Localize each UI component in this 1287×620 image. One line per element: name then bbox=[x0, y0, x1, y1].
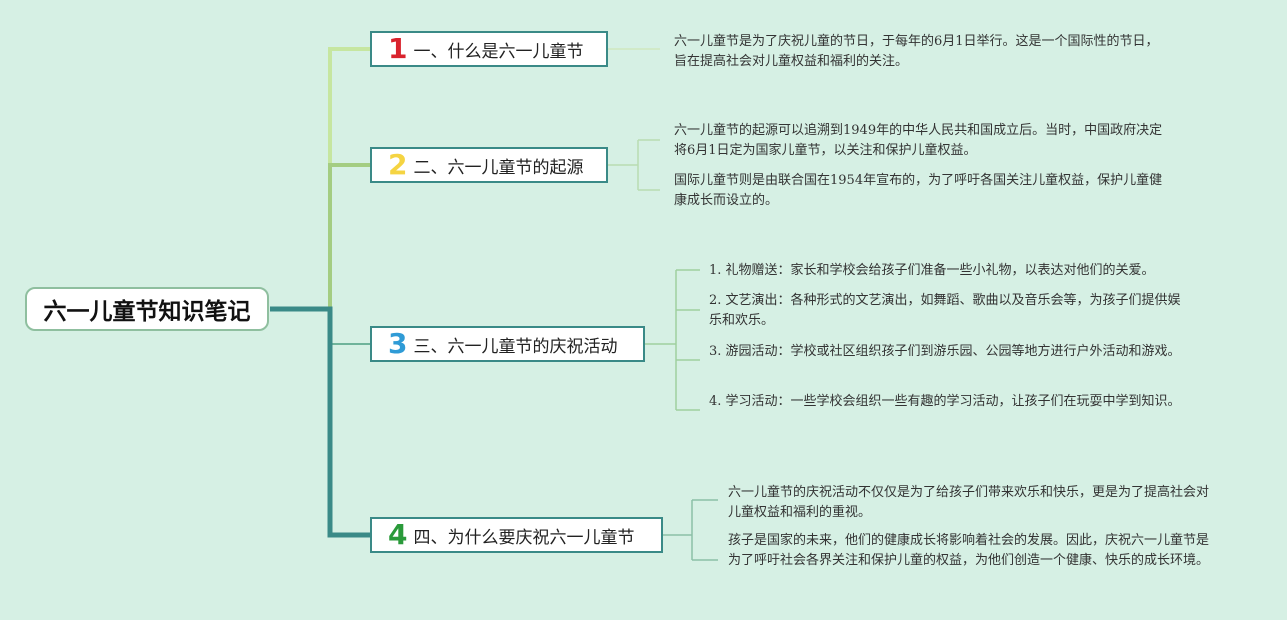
topic-4-node[interactable]: 4 四、为什么要庆祝六一儿童节 bbox=[370, 517, 663, 553]
topic-2-label: 二、六一儿童节的起源 bbox=[413, 157, 584, 178]
number-4-icon: 4 bbox=[388, 518, 408, 551]
number-3-icon: 3 bbox=[388, 327, 408, 360]
branch-line-2 bbox=[270, 163, 370, 311]
topic-3-note-3: 3. 游园活动：学校或社区组织孩子们到游乐园、公园等地方进行户外活动和游戏。 bbox=[709, 344, 1181, 359]
topic-3-note-1: 1. 礼物赠送：家长和学校会给孩子们准备一些小礼物，以表达对他们的关爱。 bbox=[709, 263, 1155, 278]
topic-3-note-2: 2. 文艺演出：各种形式的文艺演出，如舞蹈、歌曲以及音乐会等，为孩子们提供娱乐和… bbox=[709, 293, 1181, 328]
note-connector-2 bbox=[608, 139, 660, 191]
root-title: 六一儿童节知识笔记 bbox=[43, 299, 251, 325]
topic-4-label: 四、为什么要庆祝六一儿童节 bbox=[413, 527, 635, 548]
topic-2-node[interactable]: 2 二、六一儿童节的起源 bbox=[370, 147, 608, 183]
topic-2-note-2: 国际儿童节则是由联合国在1954年宣布的，为了呼吁各国关注儿童权益，保护儿童健康… bbox=[674, 173, 1163, 208]
note-connector-4 bbox=[663, 499, 718, 561]
branch-line-1 bbox=[270, 47, 370, 311]
branch-line-4 bbox=[270, 306, 370, 538]
root-node[interactable]: 六一儿童节知识笔记 bbox=[25, 287, 269, 331]
topic-1-node[interactable]: 1 一、什么是六一儿童节 bbox=[370, 31, 608, 67]
topic-1-note-1: 六一儿童节是为了庆祝儿童的节日，于每年的6月1日举行。这是一个国际性的节日，旨在… bbox=[674, 34, 1159, 69]
note-connector-3 bbox=[645, 269, 700, 411]
topic-3-node[interactable]: 3 三、六一儿童节的庆祝活动 bbox=[370, 326, 645, 362]
topic-4-note-1: 六一儿童节的庆祝活动不仅仅是为了给孩子们带来欢乐和快乐，更是为了提高社会对儿童权… bbox=[728, 485, 1210, 520]
topic-4-note-2: 孩子是国家的未来，他们的健康成长将影响着社会的发展。因此，庆祝六一儿童节是为了呼… bbox=[728, 533, 1210, 568]
number-1-icon: 1 bbox=[388, 32, 408, 65]
number-2-icon: 2 bbox=[388, 148, 408, 181]
branch-line-3 bbox=[270, 308, 370, 345]
topic-3-note-4: 4. 学习活动：一些学校会组织一些有趣的学习活动，让孩子们在玩耍中学到知识。 bbox=[709, 394, 1181, 409]
topic-3-label: 三、六一儿童节的庆祝活动 bbox=[413, 336, 618, 357]
topic-1-label: 一、什么是六一儿童节 bbox=[413, 41, 584, 62]
topic-2-note-1: 六一儿童节的起源可以追溯到1949年的中华人民共和国成立后。当时，中国政府决定将… bbox=[674, 123, 1163, 158]
